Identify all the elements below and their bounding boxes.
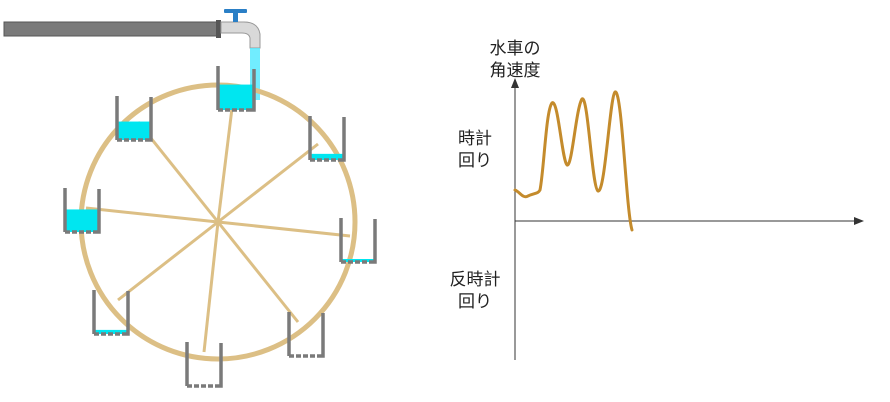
y-axis-label: 水車の 角速度 [470, 38, 560, 82]
bucket-top [216, 66, 256, 112]
counterclockwise-label-line2: 回り [458, 292, 492, 312]
spoke [117, 220, 219, 302]
spoke [202, 221, 220, 353]
spoke [217, 220, 351, 238]
clockwise-label: 時計 回り [430, 128, 520, 172]
bucket-outline [339, 218, 377, 264]
bucket-outline [185, 342, 223, 388]
bucket-right [339, 218, 377, 264]
bucket-upper-right [308, 116, 346, 162]
bucket-outline [216, 66, 256, 112]
clockwise-label-line2: 回り [458, 151, 492, 171]
y-axis-label-line1: 水車の [489, 39, 541, 59]
buckets [63, 66, 377, 388]
wheel-spokes [85, 91, 351, 353]
bucket-lower-left [92, 290, 130, 336]
bucket-outline [308, 116, 346, 162]
angular-velocity-curve [513, 90, 634, 232]
bucket-outline [63, 188, 101, 234]
faucet-stem [233, 12, 238, 22]
spoke [217, 142, 319, 224]
counterclockwise-label: 反時計 回り [430, 269, 520, 313]
water-pipe [3, 21, 219, 37]
x-axis-arrowhead [854, 217, 864, 225]
bucket-water [218, 84, 254, 110]
spoke [216, 221, 300, 323]
faucet [3, 9, 261, 100]
bucket-outline [92, 290, 130, 336]
bucket-left [63, 188, 101, 234]
y-axis-label-line2: 角速度 [489, 61, 541, 81]
bucket-outline [287, 312, 325, 358]
spoke [85, 206, 219, 224]
faucet-body [220, 21, 261, 49]
counterclockwise-label-line1: 反時計 [449, 270, 501, 290]
bucket-lower-right [287, 312, 325, 358]
spoke [216, 91, 236, 223]
bucket-upper-left [115, 96, 153, 142]
bucket-outline [115, 96, 153, 142]
angular-velocity-graph [511, 78, 864, 360]
faucet-handle [224, 9, 247, 13]
bucket-water [94, 329, 128, 334]
bucket-bottom [185, 342, 223, 388]
y-axis-arrowhead [511, 78, 519, 88]
bucket-water [65, 209, 99, 232]
bucket-water [310, 153, 344, 160]
bucket-water [117, 121, 151, 140]
clockwise-label-line1: 時計 [458, 129, 492, 149]
pipe-joint [216, 20, 221, 38]
